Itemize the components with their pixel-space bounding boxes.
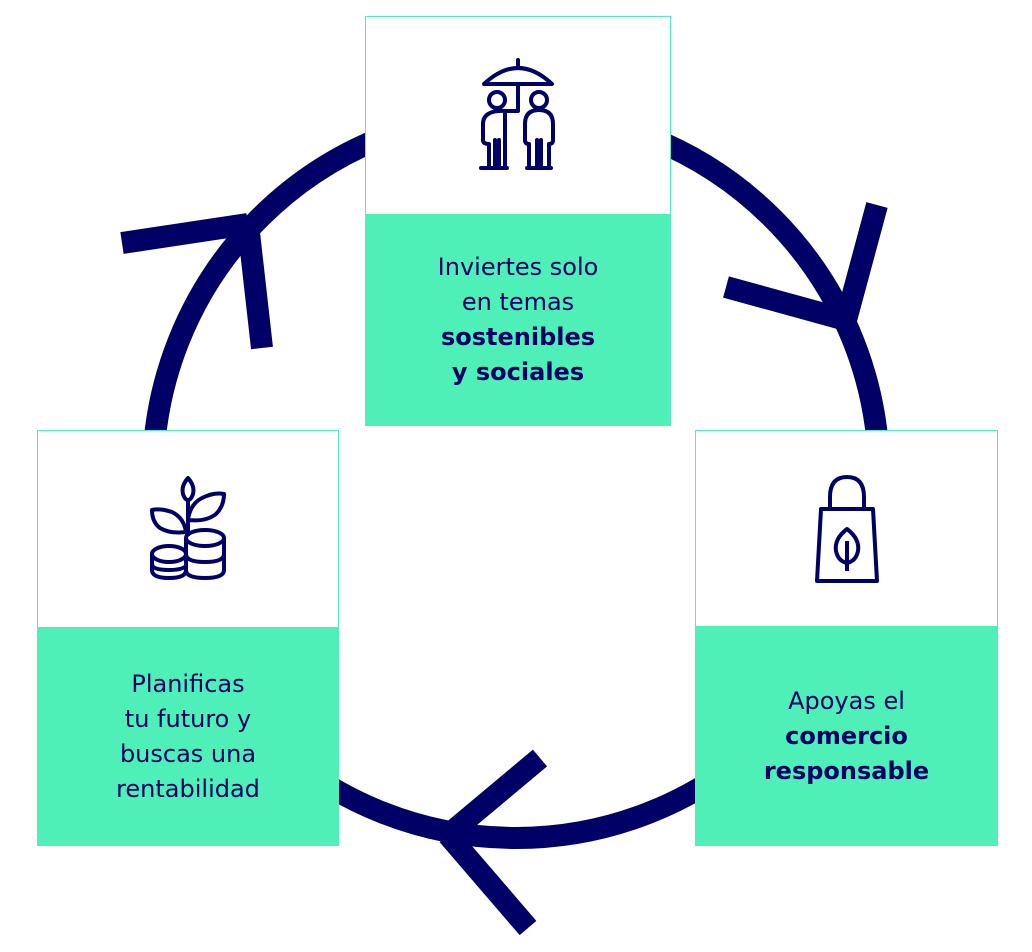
card-text: Planificas tu futuro y buscas una rentab…: [37, 627, 339, 846]
card-text-line: Inviertes solo: [437, 253, 599, 281]
plant-coins-icon: [150, 476, 226, 580]
eco-shopping-bag-icon: [814, 474, 879, 583]
top-right-arrow: [723, 202, 888, 331]
top-left-arrow: [120, 213, 273, 350]
bottom-arrow: [439, 749, 548, 936]
card-responsible-commerce: Apoyas el comercio responsable: [695, 430, 998, 846]
card-plan-future: Planificas tu futuro y buscas una rentab…: [37, 430, 339, 846]
card-text-line-bold: y sociales: [451, 358, 585, 386]
card-text-line: rentabilidad: [116, 774, 260, 803]
card-text-line: Apoyas el: [788, 686, 905, 715]
card-text-line: buscas una: [119, 739, 257, 768]
card-invest-sustainable: Inviertes solo en temas sostenibles y so…: [365, 16, 671, 426]
card-text-line-bold: sostenibles: [440, 323, 596, 351]
card-text-line-bold: comercio: [785, 721, 908, 750]
card-icon-area: [37, 430, 339, 628]
card-icon-area: [365, 16, 671, 215]
card-text: Inviertes solo en temas sostenibles y so…: [365, 214, 671, 426]
card-text-line: tu futuro y: [124, 704, 252, 733]
people-under-umbrella-icon: [479, 57, 555, 170]
card-text-line: Planificas: [131, 669, 245, 698]
card-text-line: en temas: [461, 288, 575, 316]
card-text: Apoyas el comercio responsable: [695, 626, 998, 846]
card-text-line-bold: responsable: [763, 756, 930, 785]
card-icon-area: [695, 430, 998, 627]
